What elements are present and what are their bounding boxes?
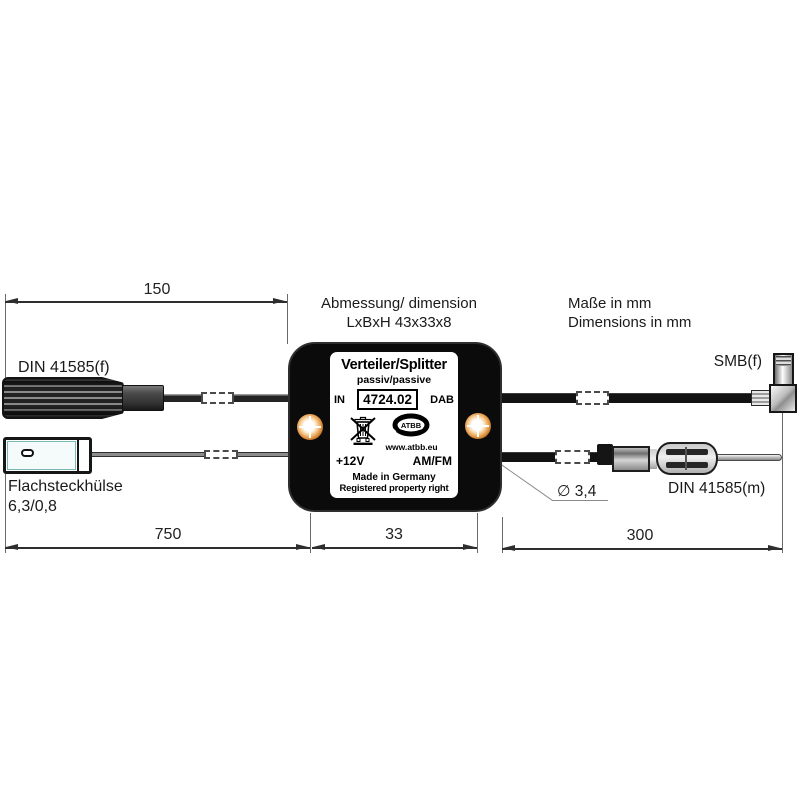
label-flachsteckhuelse-line1: Flachsteckhülse [8,478,123,495]
model-number-box: 4724.02 [357,389,418,410]
power-label: +12V [336,454,365,468]
weee-crossed-bin-icon [350,413,377,450]
extension-line [4,474,6,553]
leader-line-horizontal [552,499,608,501]
din-m-contact-slot [666,449,708,455]
cable-break-icon [576,391,609,405]
dimension-note-line2: LxBxH 43x33x8 [346,314,452,331]
screw-cross-vertical [309,416,311,438]
din-m-barrel [612,446,650,472]
dimension-line-33 [312,547,477,549]
extension-line [4,294,6,378]
port-in-label: IN [334,393,345,406]
atbb-brand-block: ATBB www.atbb.eu [385,413,438,452]
wire-left-bottom [91,452,289,457]
flat-terminal-crimp-divider [77,439,79,472]
port-amfm-label: AM/FM [412,454,452,468]
extension-line [309,513,311,553]
din-m-neck [650,449,657,469]
label-din-f: DIN 41585(f) [18,359,110,376]
cable-break-icon [555,450,590,464]
dimension-arrow [313,544,325,550]
extension-line [501,517,503,553]
rights-text: Registered property right [339,483,449,494]
extension-line [781,412,783,553]
din-m-connector-body [656,442,718,475]
dimension-value-150: 150 [143,281,171,298]
port-row: IN 4724.02 DAB [330,389,458,410]
cable-break-icon [201,392,234,404]
label-cable-diameter: ∅ 3,4 [557,483,597,500]
cable-break-icon [204,450,238,459]
label-flachsteckhuelse-line2: 6,3/0,8 [8,498,57,515]
units-note-line1: Maße in mm [568,295,652,312]
din-m-body-seam [685,447,687,470]
label-flachsteckhuelse: Flachsteckhülse 6,3/0,8 [8,477,123,517]
dimension-value-750: 750 [154,526,182,543]
screw-hole-icon [465,413,491,439]
smb-ferrule [751,390,771,406]
dimension-arrow [463,544,475,550]
units-note: Maße in mm Dimensions in mm [568,294,691,332]
flat-terminal-inner [7,441,76,470]
atbb-logo-text: ATBB [401,421,422,430]
label-din-m: DIN 41585(m) [668,480,766,497]
label-icons-row: ATBB www.atbb.eu [330,413,458,452]
units-note-line2: Dimensions in mm [568,314,692,331]
dimension-note: Abmessung/ dimension LxBxH 43x33x8 [308,294,490,332]
screw-cross-vertical [477,415,479,437]
din-m-pin [716,454,782,461]
device-label-plate: Verteiler/Splitter passiv/passive IN 472… [330,352,458,498]
dimension-arrow [503,545,515,551]
cable-right-top [500,393,754,403]
port-dab-label: DAB [430,393,454,406]
smb-connector-threads [776,356,791,366]
dimension-arrow [6,298,18,304]
din-f-connector-body [2,377,124,419]
dimension-value-33: 33 [385,526,403,543]
extension-line [286,294,288,344]
device-title: Verteiler/Splitter [341,357,447,373]
dimension-value-300: 300 [626,527,654,544]
dimension-line-150 [5,301,287,303]
din-f-connector-barrel [122,385,164,411]
dimension-note-line1: Abmessung/ dimension [321,295,477,312]
din-m-contact-slot [666,462,708,468]
extension-line [476,513,478,553]
dimension-line-750 [5,547,310,549]
din-m-cable-end [597,444,613,465]
flat-terminal-slot [21,449,34,457]
dimension-arrow [6,544,18,550]
screw-hole-icon [297,414,323,440]
dimension-arrow [273,298,285,304]
power-row: +12V AM/FM [330,454,458,468]
leader-line-diagonal [496,461,553,501]
device-subtitle: passiv/passive [356,374,432,386]
origin-text: Made in Germany [352,472,436,483]
label-smb-f: SMB(f) [713,353,762,370]
smb-connector-body [769,384,797,413]
dimension-arrow [296,544,308,550]
atbb-logo-icon: ATBB [388,413,434,443]
dimension-arrow [768,545,780,551]
website-text: www.atbb.eu [385,442,438,452]
dimension-line-300 [502,548,782,550]
